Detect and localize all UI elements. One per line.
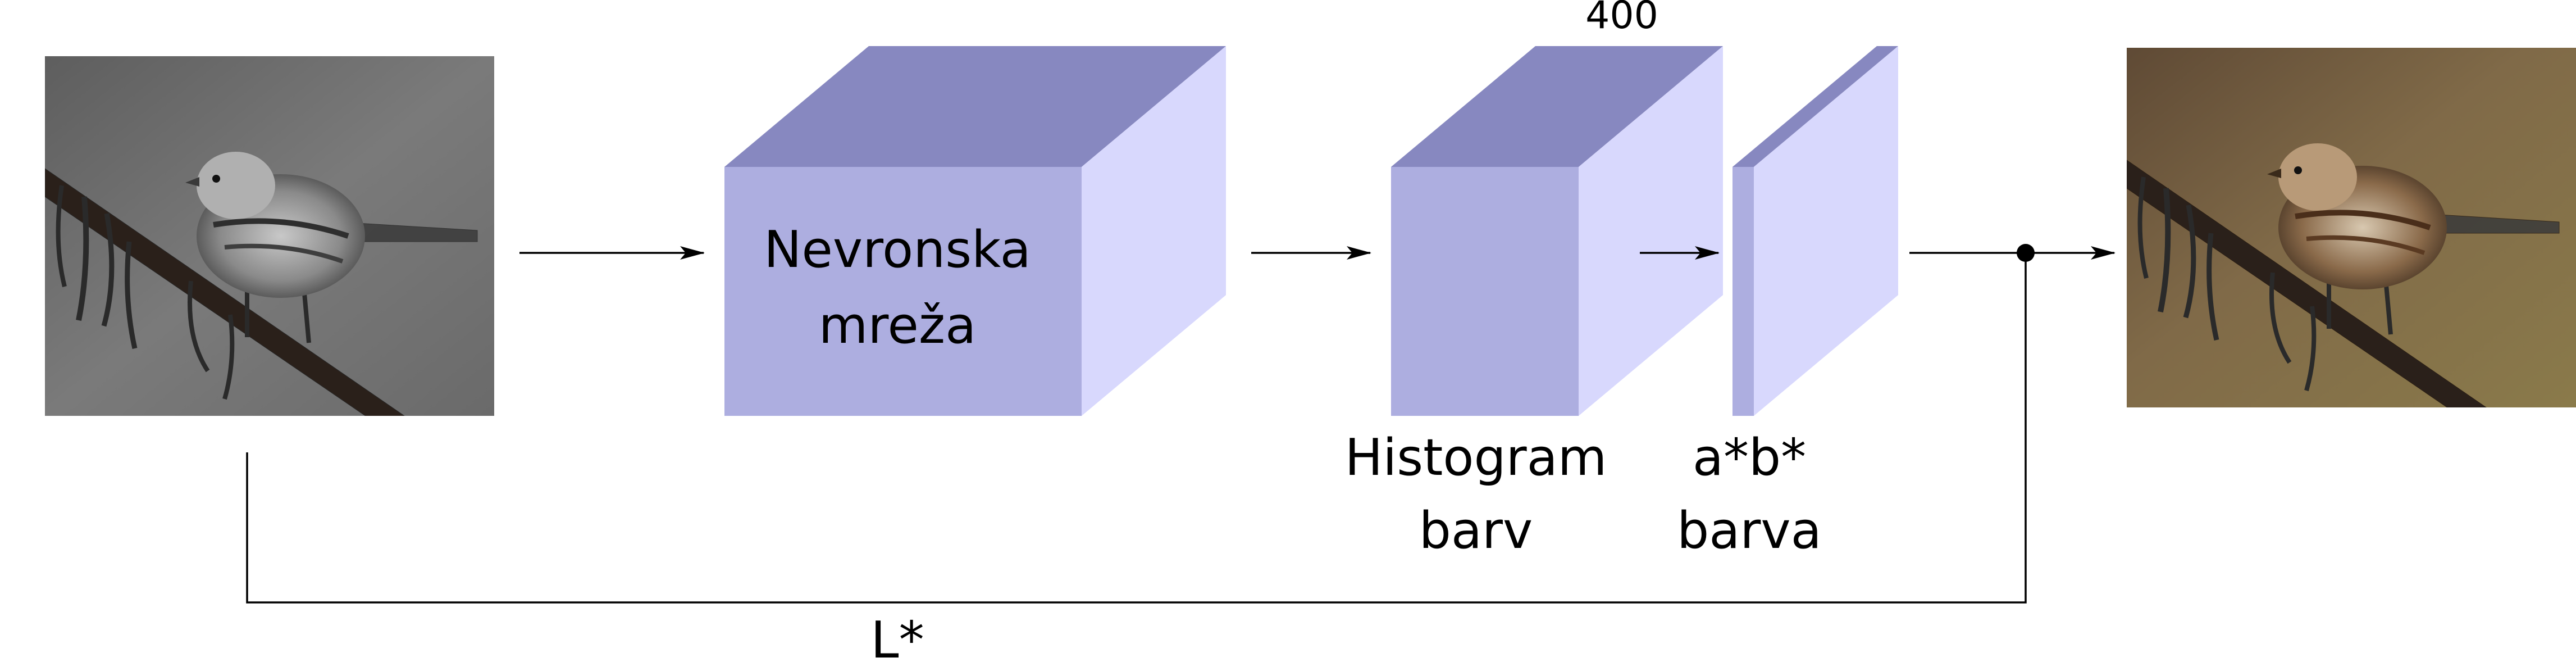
ab-color-block	[1732, 46, 1898, 416]
network-label-line1: Nevronska	[764, 220, 1031, 279]
ab-label-line1: a*b*	[1693, 428, 1806, 487]
histogram-bin-count: 400	[1585, 0, 1658, 38]
color-histogram-block	[1391, 46, 1723, 416]
lightness-skip-path	[246, 253, 2027, 604]
histogram-label-line2: barv	[1419, 501, 1533, 560]
neural-network-block: Nevronska mreža	[724, 46, 1226, 416]
network-label-line2: mreža	[819, 296, 976, 355]
histogram-label-line1: Histogram	[1345, 428, 1607, 487]
input-grayscale-photo	[45, 56, 494, 416]
output-colorized-photo	[2127, 48, 2576, 407]
ab-label-line2: barva	[1677, 501, 1822, 560]
lightness-label: L*	[870, 611, 924, 662]
